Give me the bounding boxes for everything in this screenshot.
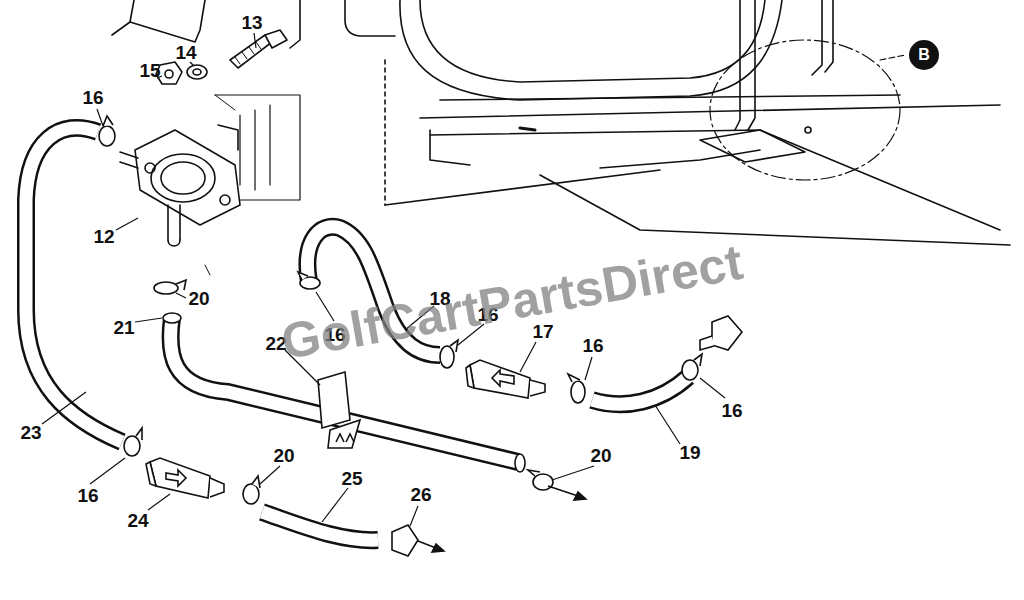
callout-number: 16	[77, 486, 98, 505]
callout-number: 21	[113, 318, 134, 337]
callout-number: 16	[721, 401, 742, 420]
callout-number: 24	[127, 511, 148, 530]
callout-number: 20	[590, 446, 611, 465]
detail-circle: B	[909, 40, 939, 70]
callout-number: 23	[20, 423, 41, 442]
callout-number: 26	[410, 485, 431, 504]
callout-number: 15	[139, 61, 160, 80]
callout-number: 14	[175, 43, 196, 62]
callout-number: 20	[188, 289, 209, 308]
callout-number: 20	[273, 446, 294, 465]
callout-number: 17	[532, 322, 553, 341]
callout-number: 16	[82, 88, 103, 107]
callout-number: 16	[582, 336, 603, 355]
callout-number: 12	[93, 227, 114, 246]
callout-number: 13	[241, 13, 262, 32]
callout-number: 25	[341, 469, 362, 488]
detail-letter: B	[918, 47, 930, 63]
watermark: GolfCartPartsDirect	[278, 237, 746, 367]
callout-number: 19	[679, 443, 700, 462]
